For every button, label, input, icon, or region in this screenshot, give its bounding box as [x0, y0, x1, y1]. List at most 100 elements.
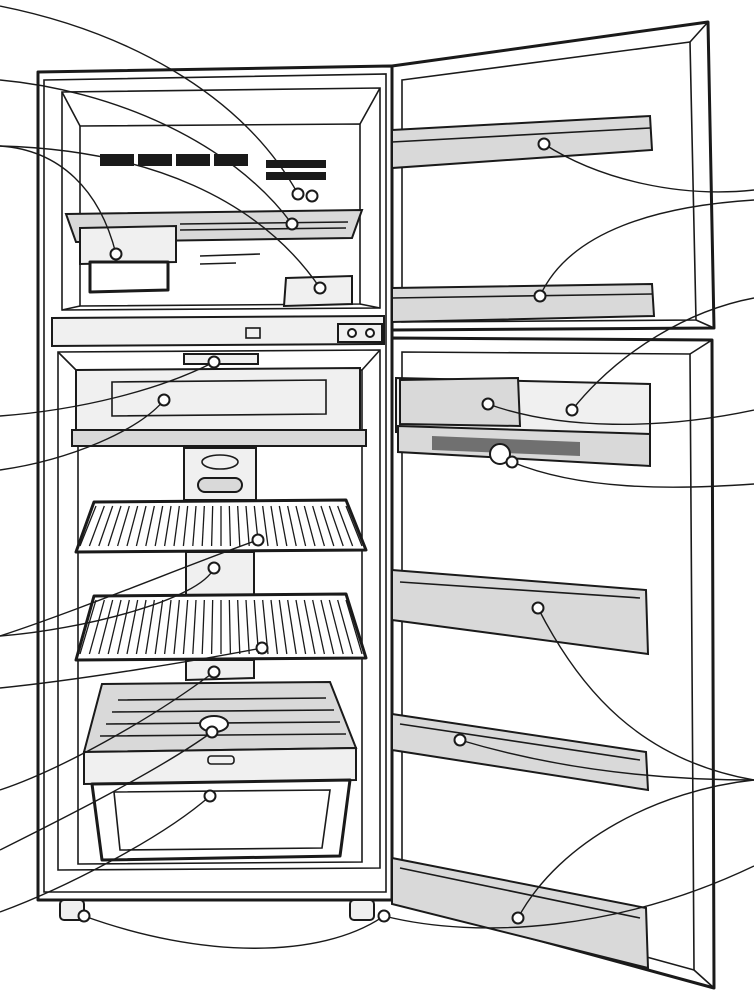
- shelf-wire: [295, 599, 307, 655]
- callout-dot: [205, 725, 219, 739]
- shelf-wire: [173, 505, 180, 547]
- shelf-wire: [107, 599, 122, 655]
- shelf-wire: [116, 599, 130, 655]
- callout-dot: [533, 289, 547, 303]
- callout-dot: [565, 403, 579, 417]
- shelf-wire: [154, 599, 164, 655]
- freezer-door-shelf-lower: [391, 282, 656, 324]
- shelf-wire: [98, 505, 114, 547]
- shelf-wire: [270, 599, 279, 655]
- freezer-door: [390, 20, 716, 332]
- ice-maker-tray: [79, 224, 177, 266]
- shelf-wire: [278, 505, 288, 547]
- shelf-wire: [287, 505, 297, 547]
- callout-dot: [377, 909, 391, 923]
- shelf-wire: [126, 599, 139, 655]
- shelf-wire: [163, 505, 172, 547]
- shelf-wire: [245, 599, 250, 655]
- shelf-wire: [182, 505, 189, 547]
- shelf-wire: [270, 505, 279, 547]
- callout-dot: [313, 281, 327, 295]
- shelf-wire: [201, 505, 205, 547]
- shelf-wire: [88, 505, 105, 547]
- shelf-wire: [135, 505, 147, 547]
- shelf-wire: [262, 505, 269, 547]
- freezer-control-slot: [266, 160, 326, 168]
- callout-dot: [255, 641, 269, 655]
- chiller-shelf: [71, 429, 367, 447]
- shelf-wire: [79, 599, 97, 655]
- ice-storage-bin: [88, 260, 170, 294]
- shelf-wire: [278, 599, 288, 655]
- shelf-wire: [328, 505, 344, 547]
- shelf-wire: [295, 505, 307, 547]
- shelf-wire: [337, 505, 354, 547]
- shelf-wire: [237, 505, 241, 547]
- callout-dot: [505, 455, 519, 469]
- shelf-wire: [182, 599, 189, 655]
- shelf-wire: [192, 505, 197, 547]
- shelf-wire: [245, 505, 250, 547]
- dairy-bin-cover: [399, 376, 522, 428]
- shelf-wire: [192, 599, 197, 655]
- shelf-wire: [145, 599, 155, 655]
- shelf-wire: [337, 599, 354, 655]
- chiller-drawer: [75, 366, 361, 434]
- fresh-food-door: [390, 336, 716, 990]
- shelf-wire: [210, 505, 214, 547]
- callout-dot: [285, 217, 299, 231]
- divider-switch: [245, 327, 261, 339]
- shelf-wire: [328, 599, 344, 655]
- shelf-wire: [287, 599, 297, 655]
- callout-dot: [207, 665, 221, 679]
- callout-dot: [157, 393, 171, 407]
- compartment-divider: [51, 314, 385, 348]
- shelf-wire: [228, 599, 232, 655]
- shelf-wire: [237, 599, 241, 655]
- temperature-control-panel: [337, 323, 383, 343]
- fresh-food-compartment: [57, 349, 381, 871]
- leveling-foot-right: [349, 899, 375, 921]
- callout-dot: [481, 397, 495, 411]
- freezer-vent-slot: [138, 154, 172, 166]
- callout-dot: [305, 189, 319, 203]
- bottle-holder-knob: [489, 443, 511, 465]
- shelf-wire: [107, 505, 122, 547]
- shelf-wire: [303, 599, 316, 655]
- shelf-wire: [173, 599, 180, 655]
- shelf-wire: [320, 599, 335, 655]
- shelf-wire: [98, 599, 114, 655]
- callout-dot: [291, 187, 305, 201]
- shelf-wire: [345, 599, 363, 655]
- callout-leaders: [0, 5, 754, 949]
- shelf-wire: [210, 599, 214, 655]
- shelf-wire: [201, 599, 205, 655]
- freezer-vent-slot: [176, 154, 210, 166]
- temperature-dial: [197, 477, 243, 493]
- freezer-door-shelf-upper: [391, 114, 654, 170]
- shelf-wire: [312, 599, 326, 655]
- freezer-compartment: [61, 87, 381, 311]
- shelf-wire: [320, 505, 335, 547]
- shelf-wire: [312, 505, 326, 547]
- shelf-wire: [345, 505, 363, 547]
- door-bin-upper: [391, 568, 650, 656]
- callout-dot: [531, 601, 545, 615]
- shelf-wire: [79, 505, 97, 547]
- callout-points: [77, 137, 579, 925]
- callout-dot: [203, 789, 217, 803]
- callout-dot: [537, 137, 551, 151]
- shelf-wire: [135, 599, 147, 655]
- callout-dot: [207, 561, 221, 575]
- callout-dot: [77, 909, 91, 923]
- callout-dot: [109, 247, 123, 261]
- shelf-wire: [163, 599, 172, 655]
- shelf-wire: [145, 505, 155, 547]
- shelf-wire: [303, 505, 316, 547]
- callout-dot: [453, 733, 467, 747]
- shelf-wire: [154, 505, 164, 547]
- callout-dot: [207, 355, 221, 369]
- chiller-drawer-handle: [183, 353, 259, 365]
